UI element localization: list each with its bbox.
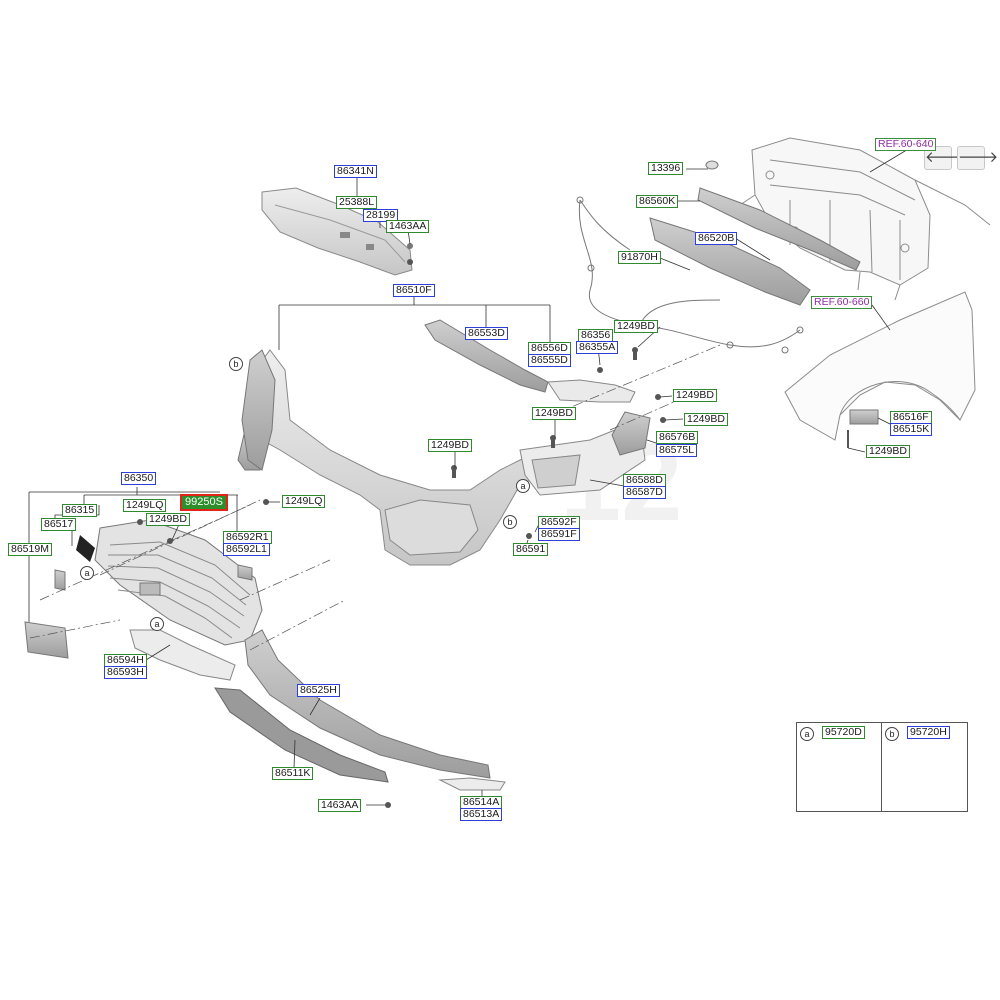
callout-a: a <box>150 617 164 631</box>
part-label-REF-60-660[interactable]: REF.60-660 <box>811 296 873 309</box>
small-clip-part <box>54 564 253 591</box>
part-label-1249LQ[interactable]: 1249LQ <box>282 495 326 508</box>
part-label-91870H[interactable]: 91870H <box>618 251 661 264</box>
legend-callout-b: b <box>885 727 899 741</box>
part-label-1249BD[interactable]: 1249BD <box>673 389 717 402</box>
lower-skid-part <box>214 687 389 783</box>
upper-beam-part <box>649 160 861 306</box>
part-label-86593H[interactable]: 86593H <box>104 666 147 679</box>
part-label-86515K[interactable]: 86515K <box>890 423 933 436</box>
part-label-86517[interactable]: 86517 <box>41 518 77 531</box>
part-label-86576B[interactable]: 86576B <box>656 431 699 444</box>
part-label-1463AA[interactable]: 1463AA <box>386 220 430 233</box>
callout-b: b <box>229 357 243 371</box>
part-label-95720H[interactable]: 95720H <box>907 726 950 739</box>
part-label-86510F[interactable]: 86510F <box>393 284 435 297</box>
part-label-1249BD[interactable]: 1249BD <box>866 445 910 458</box>
part-label-86553D[interactable]: 86553D <box>465 327 508 340</box>
legend-callout-a: a <box>800 727 814 741</box>
grille-molding-part <box>76 535 95 562</box>
part-label-86560K[interactable]: 86560K <box>636 195 679 208</box>
part-label-1249BD[interactable]: 1249BD <box>532 407 576 420</box>
fog-bracket-part <box>611 411 651 456</box>
part-label-86355A[interactable]: 86355A <box>576 341 619 354</box>
side-trim-part <box>547 379 636 403</box>
part-label-86519M[interactable]: 86519M <box>8 543 52 556</box>
previous-button[interactable]: 🡐 <box>924 146 965 170</box>
fasteners <box>137 259 666 808</box>
part-label-86525H[interactable]: 86525H <box>297 684 340 697</box>
arrow-left-icon: 🡐 <box>925 148 966 166</box>
part-label-1249BD[interactable]: 1249BD <box>684 413 728 426</box>
license-plate-bracket-part <box>24 621 69 659</box>
part-label-1249BD[interactable]: 1249BD <box>428 439 472 452</box>
part-label-86350[interactable]: 86350 <box>121 472 157 485</box>
part-label-1463AA[interactable]: 1463AA <box>318 799 362 812</box>
part-label-1249LQ[interactable]: 1249LQ <box>123 499 167 512</box>
part-label-13396[interactable]: 13396 <box>648 162 684 175</box>
radiator-support-frame <box>739 137 991 301</box>
upper-cover-part <box>261 187 413 276</box>
part-label-86513A[interactable]: 86513A <box>460 808 503 821</box>
fender-ref <box>784 291 976 441</box>
part-label-86591F[interactable]: 86591F <box>538 528 580 541</box>
part-label-86341N[interactable]: 86341N <box>334 165 377 178</box>
part-label-86591[interactable]: 86591 <box>513 543 549 556</box>
callout-b: b <box>503 515 517 529</box>
part-label-95720D[interactable]: 95720D <box>822 726 865 739</box>
part-label-25388L[interactable]: 25388L <box>336 196 378 209</box>
part-label-86555D[interactable]: 86555D <box>528 354 571 367</box>
lower-garnish-part <box>129 629 236 681</box>
part-label-1249BD[interactable]: 1249BD <box>614 320 658 333</box>
part-label-86587D[interactable]: 86587D <box>623 486 666 499</box>
part-label-1249BD[interactable]: 1249BD <box>146 513 190 526</box>
lower-end-trim-part <box>438 777 506 791</box>
part-label-86575L[interactable]: 86575L <box>656 444 698 457</box>
side-bracket-left-part <box>241 349 276 471</box>
callout-a: a <box>516 479 530 493</box>
lower-lip-part <box>244 629 491 779</box>
leader-lines <box>28 144 916 806</box>
part-label-86315[interactable]: 86315 <box>62 504 98 517</box>
part-label-86511K[interactable]: 86511K <box>272 767 314 780</box>
part-label-REF-60-640[interactable]: REF.60-640 <box>875 138 937 151</box>
part-label-86592L1[interactable]: 86592L1 <box>223 543 270 556</box>
part-label-86520B[interactable]: 86520B <box>695 232 738 245</box>
next-button[interactable]: 🡒 <box>957 146 998 170</box>
part-label-99250S-highlighted[interactable]: 99250S <box>180 494 228 511</box>
part-label-28199[interactable]: 28199 <box>363 209 399 222</box>
legend-divider <box>881 723 882 811</box>
callout-a: a <box>80 566 94 580</box>
fender-bracket-part <box>847 409 879 448</box>
arrow-right-icon: 🡒 <box>958 148 999 166</box>
